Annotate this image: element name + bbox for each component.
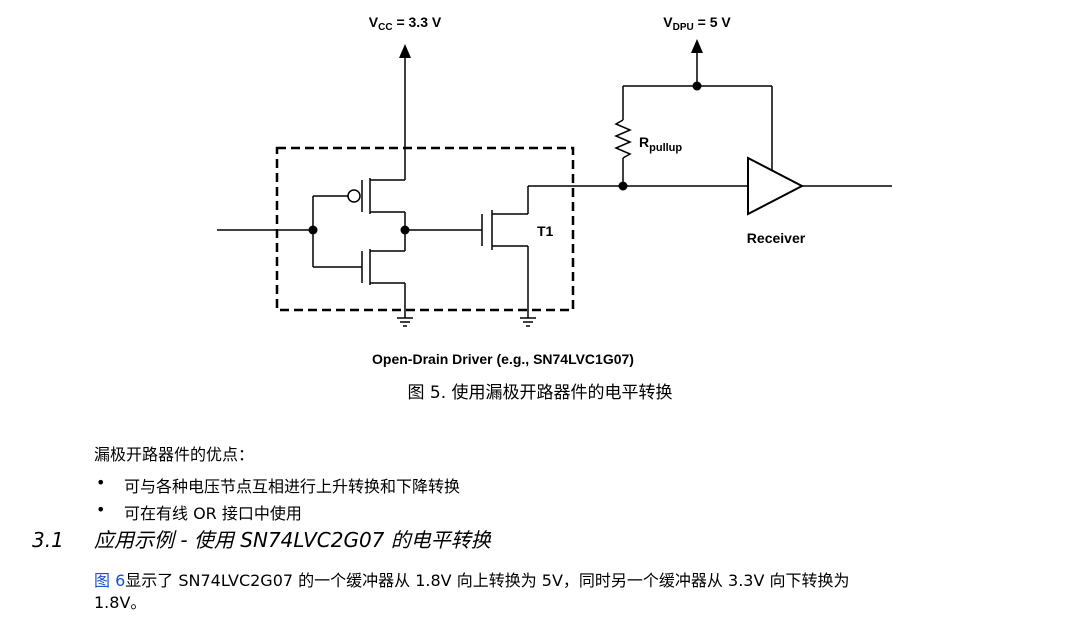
section-number: 3.1	[32, 528, 64, 552]
vdpu-arrow	[691, 39, 703, 53]
advantage-item: 可在有线 OR 接口中使用	[124, 504, 302, 523]
driver-caption: Open-Drain Driver (e.g., SN74LVC1G07)	[372, 351, 634, 367]
pmos-bubble	[347, 189, 361, 203]
vcc-label: VCC = 3.3 V	[369, 14, 442, 33]
section-title: 应用示例 - 使用 SN74LVC2G07 的电平转换	[94, 528, 491, 552]
pullup-resistor	[614, 119, 632, 159]
figure-6-link[interactable]: 图 6	[94, 571, 126, 590]
junction-dot	[308, 225, 318, 235]
paragraph-text: 显示了 SN74LVC2G07 的一个缓冲器从 1.8V 向上转换为 5V，同时…	[125, 571, 850, 590]
bullet-dot: •	[96, 473, 106, 492]
section-heading: 3.1 应用示例 - 使用 SN74LVC2G07 的电平转换	[32, 524, 491, 553]
receiver-label: Receiver	[747, 230, 806, 246]
vdpu-label: VDPU = 5 V	[663, 14, 731, 33]
junction-dot	[400, 225, 410, 235]
junction-dot	[692, 81, 702, 91]
driver-box	[275, 146, 575, 312]
figure-caption: 图 5. 使用漏极开路器件的电平转换	[407, 383, 673, 403]
ground-symbol-right	[520, 317, 536, 327]
t1-label: T1	[537, 223, 554, 239]
receiver-buffer	[747, 156, 805, 216]
paragraph-line-2: 1.8V。	[94, 593, 147, 612]
advantage-item: 可与各种电压节点互相进行上升转换和下降转换	[124, 477, 461, 496]
junction-dot	[618, 181, 628, 191]
ground-symbol-left	[397, 317, 413, 327]
advantages-title: 漏极开路器件的优点：	[94, 445, 255, 464]
circuit-diagram: VCC = 3.3 V VDPU = 5 V Rpullup T1 Receiv…	[217, 14, 892, 367]
resistor-label: Rpullup	[639, 134, 682, 154]
paragraph-line-1: 图 6显示了 SN74LVC2G07 的一个缓冲器从 1.8V 向上转换为 5V…	[94, 567, 850, 591]
vcc-arrow	[399, 44, 411, 58]
bullet-dot: •	[96, 500, 106, 519]
